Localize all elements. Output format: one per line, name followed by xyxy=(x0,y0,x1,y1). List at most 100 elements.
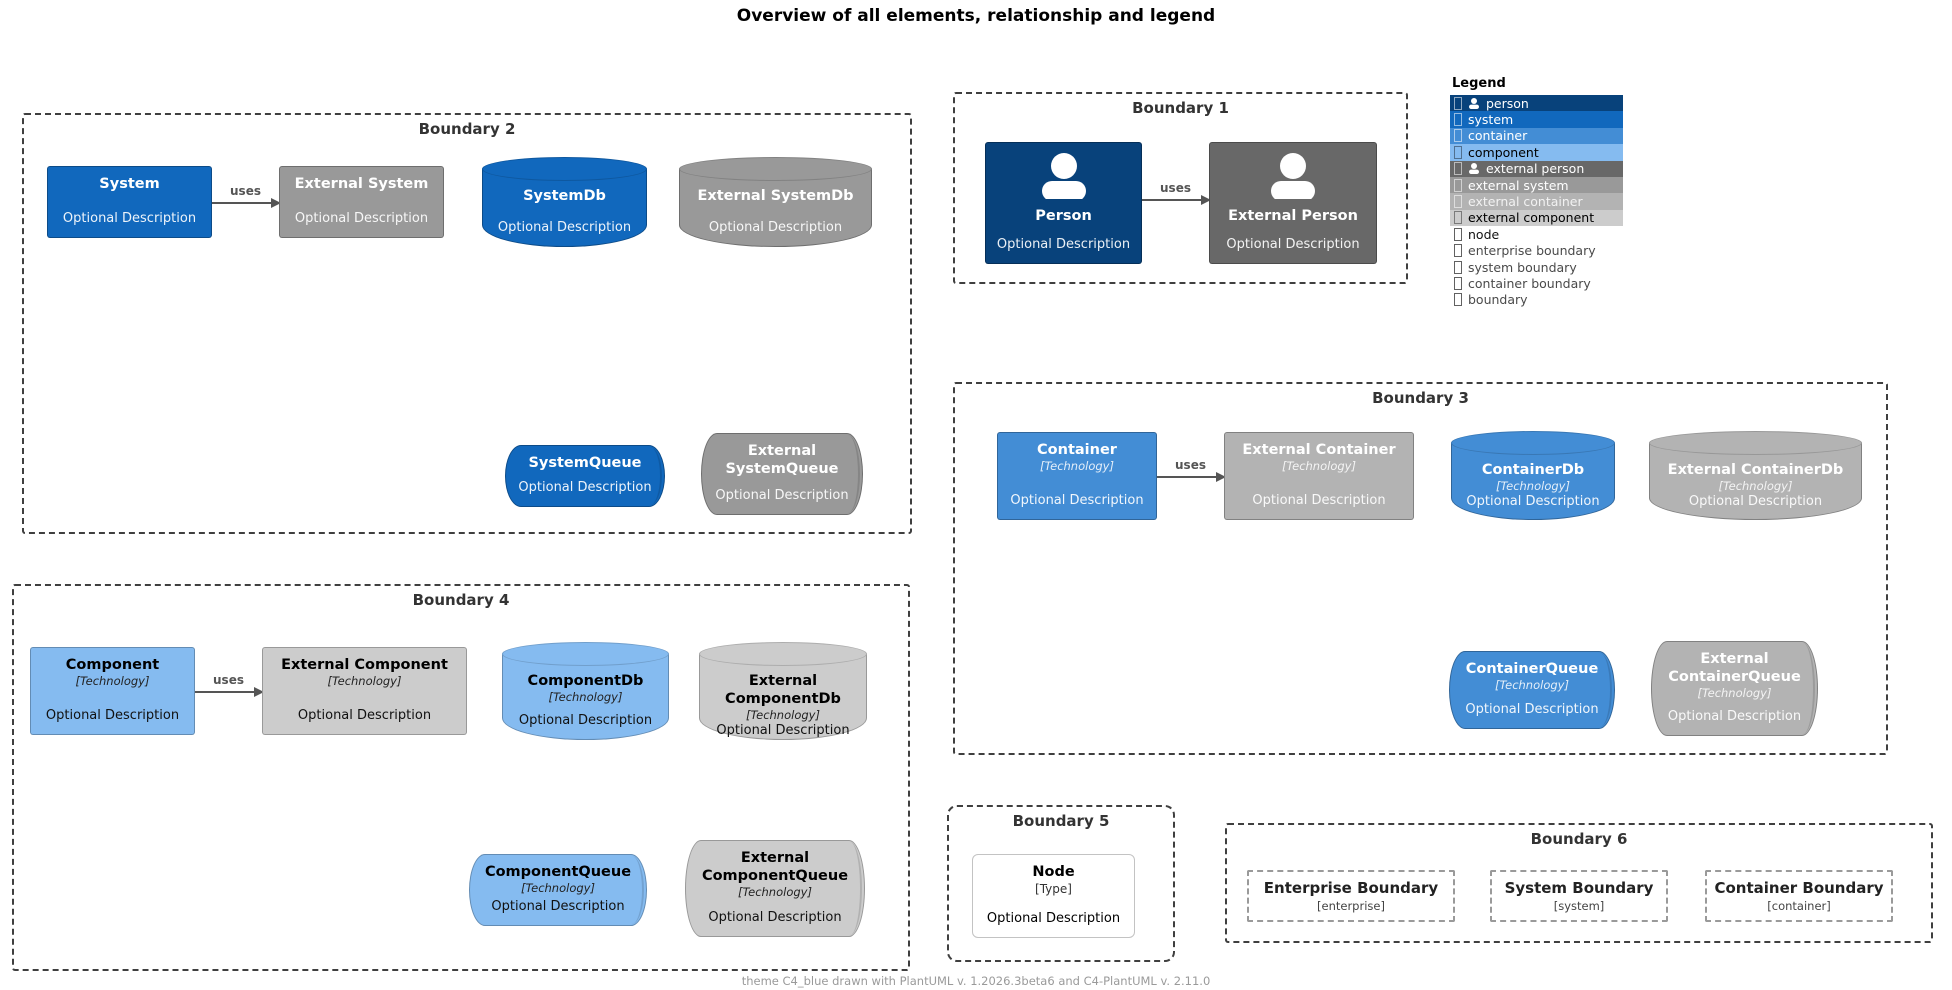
external-container-element: External Container [Technology] Optional… xyxy=(1224,432,1414,520)
arrow-right-icon xyxy=(212,198,281,208)
element-technology: [Technology] xyxy=(1718,479,1793,494)
element-title: Container Boundary xyxy=(1714,879,1884,897)
legend-row-container: container xyxy=(1450,127,1623,145)
element-technology: [Technology] xyxy=(75,674,150,689)
sprite-placeholder-icon xyxy=(1454,96,1462,110)
element-title: ContainerQueue xyxy=(1465,661,1599,677)
legend-row-node: node xyxy=(1450,226,1640,242)
relationship-uses: uses xyxy=(1157,458,1226,482)
element-title: SystemDb xyxy=(523,188,606,204)
external-component-queue-element: External ComponentQueue [Technology] Opt… xyxy=(685,840,865,937)
component-db-element: ComponentDb [Technology] Optional Descri… xyxy=(502,642,669,740)
sprite-placeholder-icon xyxy=(1454,113,1462,127)
node-element: Node [Type] Optional Description xyxy=(972,854,1135,938)
element-title: External ContainerDb xyxy=(1667,462,1844,478)
legend-label: external person xyxy=(1486,161,1585,177)
legend-label: system boundary xyxy=(1468,259,1577,275)
external-component-db-element: External ComponentDb [Technology] Option… xyxy=(699,642,867,740)
element-description: Optional Description xyxy=(45,708,180,724)
element-description: Optional Description xyxy=(62,211,197,227)
arrow-right-icon xyxy=(195,687,264,697)
element-title: External SystemQueue xyxy=(725,443,839,478)
legend-row-component: component xyxy=(1450,144,1623,161)
element-technology: [Technology] xyxy=(1496,479,1570,494)
boundary-4: Boundary 4 Component [Technology] Option… xyxy=(12,584,910,971)
boundary-6-label: Boundary 6 xyxy=(1530,830,1628,848)
element-description: Optional Description xyxy=(708,220,843,236)
external-component-element: External Component [Technology] Optional… xyxy=(262,647,467,735)
boundary-3-label: Boundary 3 xyxy=(1372,389,1469,407)
sprite-placeholder-icon xyxy=(1454,227,1462,241)
external-system-queue-element: External SystemQueue Optional Descriptio… xyxy=(701,433,863,515)
element-description: Optional Description xyxy=(491,899,625,915)
relationship-label: uses xyxy=(1160,181,1191,195)
system-db-element: SystemDb Optional Description xyxy=(482,157,647,247)
element-description: Optional Description xyxy=(297,708,432,724)
element-description: Optional Description xyxy=(986,911,1121,927)
legend-row-system: system xyxy=(1450,111,1623,128)
legend-row-external-component: external component xyxy=(1450,209,1623,227)
boundary-2: Boundary 2 System Optional Description u… xyxy=(22,113,912,534)
element-title: Component xyxy=(65,657,160,673)
system-element: System Optional Description xyxy=(47,166,212,238)
legend-row-container-boundary: container boundary xyxy=(1450,275,1640,291)
element-description: Optional Description xyxy=(518,713,653,729)
element-title: System xyxy=(99,176,160,192)
element-title: Enterprise Boundary xyxy=(1263,879,1439,897)
legend-label: external component xyxy=(1468,210,1595,226)
system-queue-element: SystemQueue Optional Description xyxy=(505,445,665,507)
element-description: Optional Description xyxy=(716,723,850,739)
legend-heading: Legend xyxy=(1452,76,1506,91)
legend-row-boundary: boundary xyxy=(1450,292,1640,308)
legend-label: person xyxy=(1486,95,1529,111)
element-type: [Type] xyxy=(1035,882,1072,897)
relationship-uses: uses xyxy=(1142,181,1211,205)
sprite-placeholder-icon xyxy=(1454,276,1462,290)
element-title: External ComponentDb xyxy=(725,673,841,708)
element-technology: [Technology] xyxy=(1282,459,1356,474)
legend-row-person: person xyxy=(1450,95,1623,112)
sprite-placeholder-icon xyxy=(1454,195,1462,209)
element-type: [system] xyxy=(1553,899,1605,913)
legend-label: external system xyxy=(1468,177,1569,193)
element-technology: [Technology] xyxy=(1697,686,1772,701)
page-title: Overview of all elements, relationship a… xyxy=(736,6,1216,26)
person-icon xyxy=(1041,153,1086,199)
element-title: SystemQueue xyxy=(528,455,642,471)
legend-label: container xyxy=(1468,128,1528,144)
component-queue-element: ComponentQueue [Technology] Optional Des… xyxy=(469,854,647,926)
element-title: External ContainerQueue xyxy=(1668,651,1801,686)
legend-label: enterprise boundary xyxy=(1468,243,1596,259)
element-title: External SystemDb xyxy=(697,188,854,204)
element-title: External Container xyxy=(1242,442,1396,458)
element-title: Node xyxy=(1032,864,1075,880)
relationship-label: uses xyxy=(213,673,244,687)
external-system-db-element: External SystemDb Optional Description xyxy=(679,157,872,247)
legend-label: node xyxy=(1468,226,1500,242)
boundary-5-label: Boundary 5 xyxy=(1012,812,1110,830)
boundary-1: Boundary 1 Person Optional Description u… xyxy=(953,92,1408,284)
element-description: Optional Description xyxy=(1465,702,1599,718)
element-title: Container xyxy=(1037,442,1117,458)
element-technology: [Technology] xyxy=(327,674,402,689)
element-title: External Person xyxy=(1228,208,1358,224)
element-description: Optional Description xyxy=(708,910,842,926)
element-description: Optional Description xyxy=(497,220,632,236)
legend-label: system xyxy=(1468,112,1514,128)
generator-footer: theme C4_blue drawn with PlantUML v. 1.2… xyxy=(741,974,1211,988)
legend-row-external-container: external container xyxy=(1450,193,1623,210)
legend-label: boundary xyxy=(1468,292,1528,308)
element-technology: [Technology] xyxy=(1495,678,1569,693)
element-description: Optional Description xyxy=(1226,237,1360,253)
element-technology: [Technology] xyxy=(746,708,820,723)
legend-row-enterprise-boundary: enterprise boundary xyxy=(1450,243,1640,259)
sprite-placeholder-icon xyxy=(1454,293,1462,307)
arrow-right-icon xyxy=(1142,195,1211,205)
external-person-element: External Person Optional Description xyxy=(1209,142,1377,264)
person-icon xyxy=(1271,153,1315,199)
component-element: Component [Technology] Optional Descript… xyxy=(30,647,195,735)
boundary-4-label: Boundary 4 xyxy=(412,591,510,609)
relationship-label: uses xyxy=(1175,458,1206,472)
element-title: ComponentDb xyxy=(527,673,644,689)
